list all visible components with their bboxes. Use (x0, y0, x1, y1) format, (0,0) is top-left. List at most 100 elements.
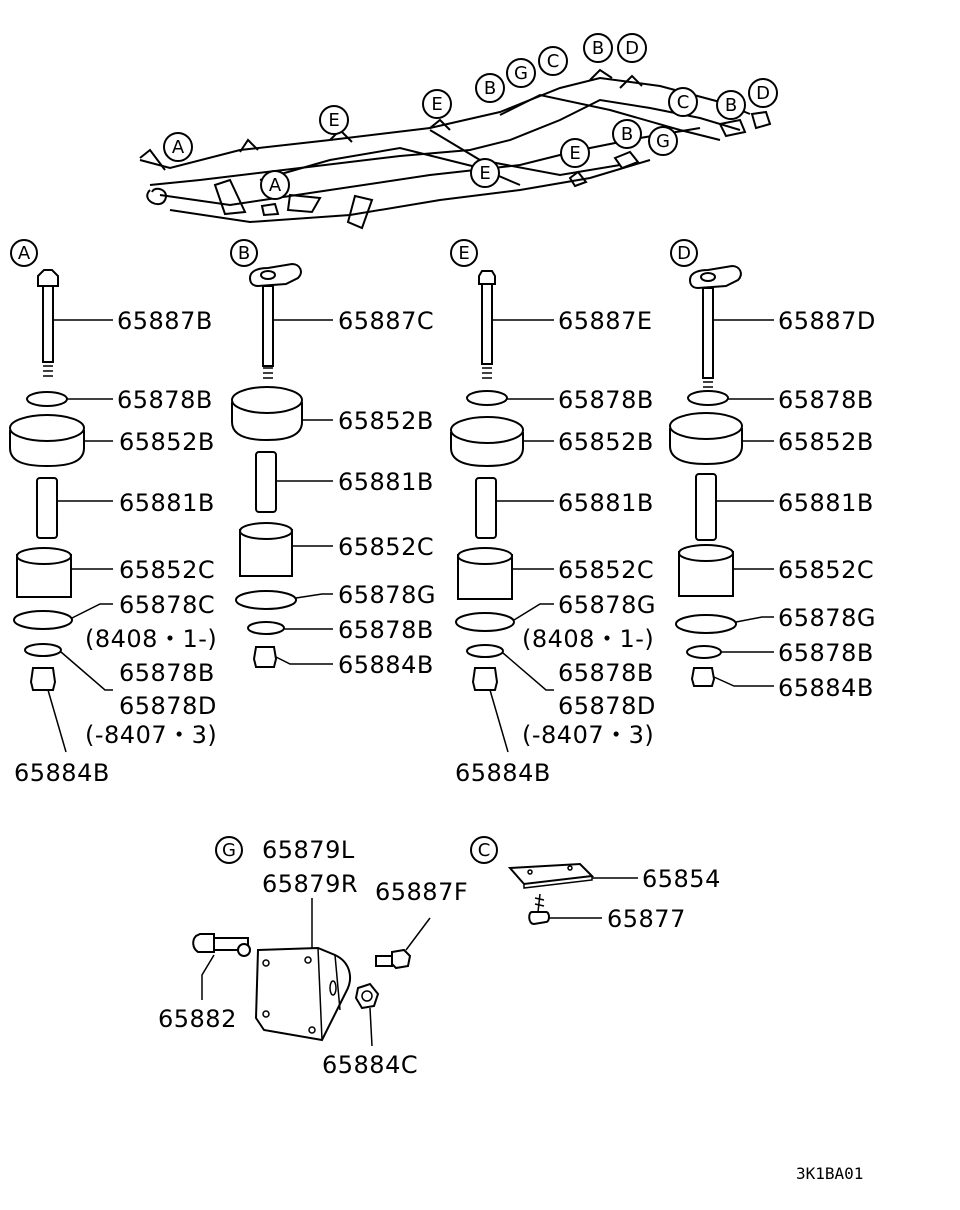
bolt-head-icon (192, 933, 215, 953)
washer-large-icon (455, 612, 515, 632)
marker-circle (716, 90, 746, 120)
group-letter: A (18, 243, 31, 264)
part-number: 65878G (778, 604, 876, 632)
part-number: 65884B (14, 759, 110, 787)
washer-large-icon (235, 590, 297, 610)
washer-small-icon (686, 645, 722, 659)
washer-small-icon (247, 621, 285, 635)
part-number: 65887F (375, 878, 468, 906)
marker-circle (583, 33, 613, 63)
marker-circle (538, 46, 568, 76)
frame-marker: G (656, 131, 670, 152)
frame-marker: E (431, 94, 442, 115)
part-number: 65852C (119, 556, 215, 584)
frame-marker: B (725, 95, 737, 116)
nut-icon (252, 646, 278, 668)
screw-head-icon (528, 911, 550, 926)
washer-large-icon (675, 614, 737, 634)
part-number: 65879L (262, 836, 355, 864)
part-number: 65881B (778, 489, 874, 517)
part-number: 65878B (119, 659, 215, 687)
part-number: 65877 (607, 905, 686, 933)
group-letter-circle (450, 239, 478, 267)
part-number: 65852B (778, 428, 874, 456)
bolt-shank-icon (262, 285, 274, 367)
mount-group-b: B 65887C 65852B 65881B 65852C 65878G 658… (230, 239, 436, 679)
washer-icon (466, 390, 508, 406)
group-letter-circle (10, 239, 38, 267)
marker-circle (648, 126, 678, 156)
part-number: 65879R (262, 870, 358, 898)
part-date-note: (-8407・3) (85, 721, 217, 749)
part-number: 65852C (558, 556, 654, 584)
part-date-note: (8408・1-) (522, 625, 654, 653)
marker-circle (319, 105, 349, 135)
bolt-shank-icon (481, 283, 493, 365)
part-number: 65878C (119, 591, 215, 619)
marker-circle (748, 78, 778, 108)
frame-marker: E (569, 143, 580, 164)
part-number: 65884B (455, 759, 551, 787)
marker-circle (506, 58, 536, 88)
frame-marker: A (172, 137, 185, 158)
part-number: 65852B (558, 428, 654, 456)
group-letter: B (238, 243, 250, 264)
washer-large-icon (13, 610, 73, 630)
frame-marker: E (328, 110, 339, 131)
part-number: 65887E (558, 307, 653, 335)
part-number: 65878B (338, 616, 434, 644)
group-letter: D (677, 243, 691, 264)
mount-group-g: G 65879L 65879R 65887F 65882 65884C (158, 836, 468, 1079)
bolt-head-icon (478, 270, 496, 285)
part-number: 65887C (338, 307, 434, 335)
washer-small-icon (466, 644, 504, 658)
part-number: 65881B (119, 489, 215, 517)
washer-icon (687, 390, 729, 406)
part-number: 65882 (158, 1005, 237, 1033)
group-letter-circle (470, 836, 498, 864)
washer-small-icon (24, 643, 62, 657)
mount-group-e: E 65887E 65878B 65852B 65881B 65852C 658… (450, 239, 656, 787)
marker-circle (422, 89, 452, 119)
bolt-head-icon (37, 269, 59, 287)
collar-icon (36, 477, 58, 539)
part-number: 65852B (119, 428, 215, 456)
group-letter-circle (230, 239, 258, 267)
marker-circle (612, 119, 642, 149)
collar-icon (255, 451, 277, 513)
bolt-shank-icon (375, 955, 393, 967)
marker-circle (260, 170, 290, 200)
part-number: 65878G (338, 581, 436, 609)
part-number: 65878D (119, 692, 217, 720)
nut-icon (471, 667, 499, 691)
chassis-frame-illustration (139, 68, 772, 230)
washer-icon (26, 391, 68, 407)
collar-icon (695, 473, 717, 541)
part-number: 65878G (558, 591, 656, 619)
frame-marker: D (625, 38, 639, 59)
frame-marker: B (484, 78, 496, 99)
frame-marker-callouts: A E E B G C B D C B D B G E E A (163, 33, 778, 200)
part-number: 65881B (338, 468, 434, 496)
part-number: 65852C (778, 556, 874, 584)
marker-circle (470, 158, 500, 188)
frame-marker: A (269, 175, 282, 196)
collar-icon (475, 477, 497, 539)
frame-marker: E (479, 163, 490, 184)
marker-circle (617, 33, 647, 63)
frame-marker: C (547, 51, 560, 72)
part-number: 65878B (778, 386, 874, 414)
frame-marker: D (756, 83, 770, 104)
part-number: 65852C (338, 533, 434, 561)
part-number: 65887B (117, 307, 213, 335)
frame-marker: C (677, 92, 690, 113)
marker-circle (163, 132, 193, 162)
frame-marker: B (592, 38, 604, 59)
part-number: 65878B (117, 386, 213, 414)
bolt-shank-icon (702, 287, 714, 379)
nut-icon (354, 982, 380, 1010)
frame-marker: B (621, 124, 633, 145)
group-letter: C (478, 840, 491, 861)
group-letter: E (458, 243, 469, 264)
